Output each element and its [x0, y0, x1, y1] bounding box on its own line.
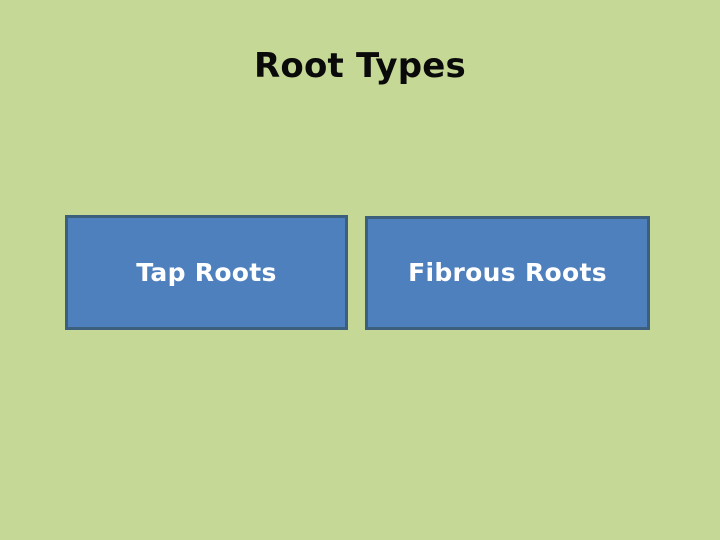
page-title: Root Types	[254, 46, 466, 86]
concept-box-fibrous-roots[interactable]: Fibrous Roots	[365, 216, 650, 330]
concept-box-tap-roots[interactable]: Tap Roots	[65, 215, 348, 330]
concept-box-label: Fibrous Roots	[408, 258, 607, 287]
concept-box-label: Tap Roots	[136, 257, 277, 287]
concept-box-row: Tap Roots Fibrous Roots	[65, 215, 650, 330]
